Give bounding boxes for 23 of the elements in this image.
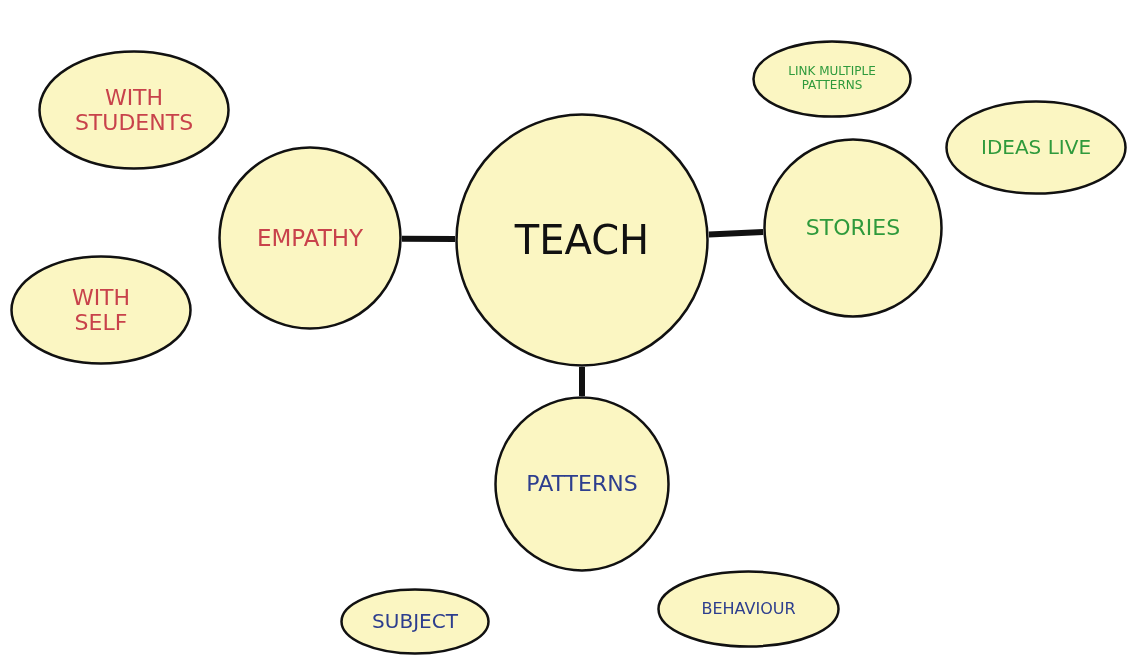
topic-label: TEACH [514,217,650,263]
topic-label: STORIES [805,215,901,241]
subtopic-ellipse [657,570,840,648]
connector-line [708,229,764,238]
subtopic-label: WITH STUDENTS [73,84,195,136]
subtopic-ellipse [945,100,1127,195]
topic-circle [763,138,943,318]
connector-line [401,235,456,243]
connector-line [579,367,585,396]
subtopic-ellipse [10,255,192,365]
subtopic-ellipse [340,588,490,655]
topic-circle [455,113,709,367]
subtopic-ellipse [38,50,230,170]
topic-label: EMPATHY [256,224,364,252]
topic-label: PATTERNS [526,471,638,497]
subtopic-label: BEHAVIOUR [701,599,796,619]
topic-circle [218,146,402,330]
subtopic-label: LINK MULTIPLE PATTERNS [787,65,877,93]
subtopic-label: IDEAS LIVE [981,136,1091,159]
subtopic-ellipse [752,40,912,118]
subtopic-label: WITH SELF [70,284,132,336]
subtopic-label: SUBJECT [372,610,458,633]
topic-circle [494,396,670,572]
